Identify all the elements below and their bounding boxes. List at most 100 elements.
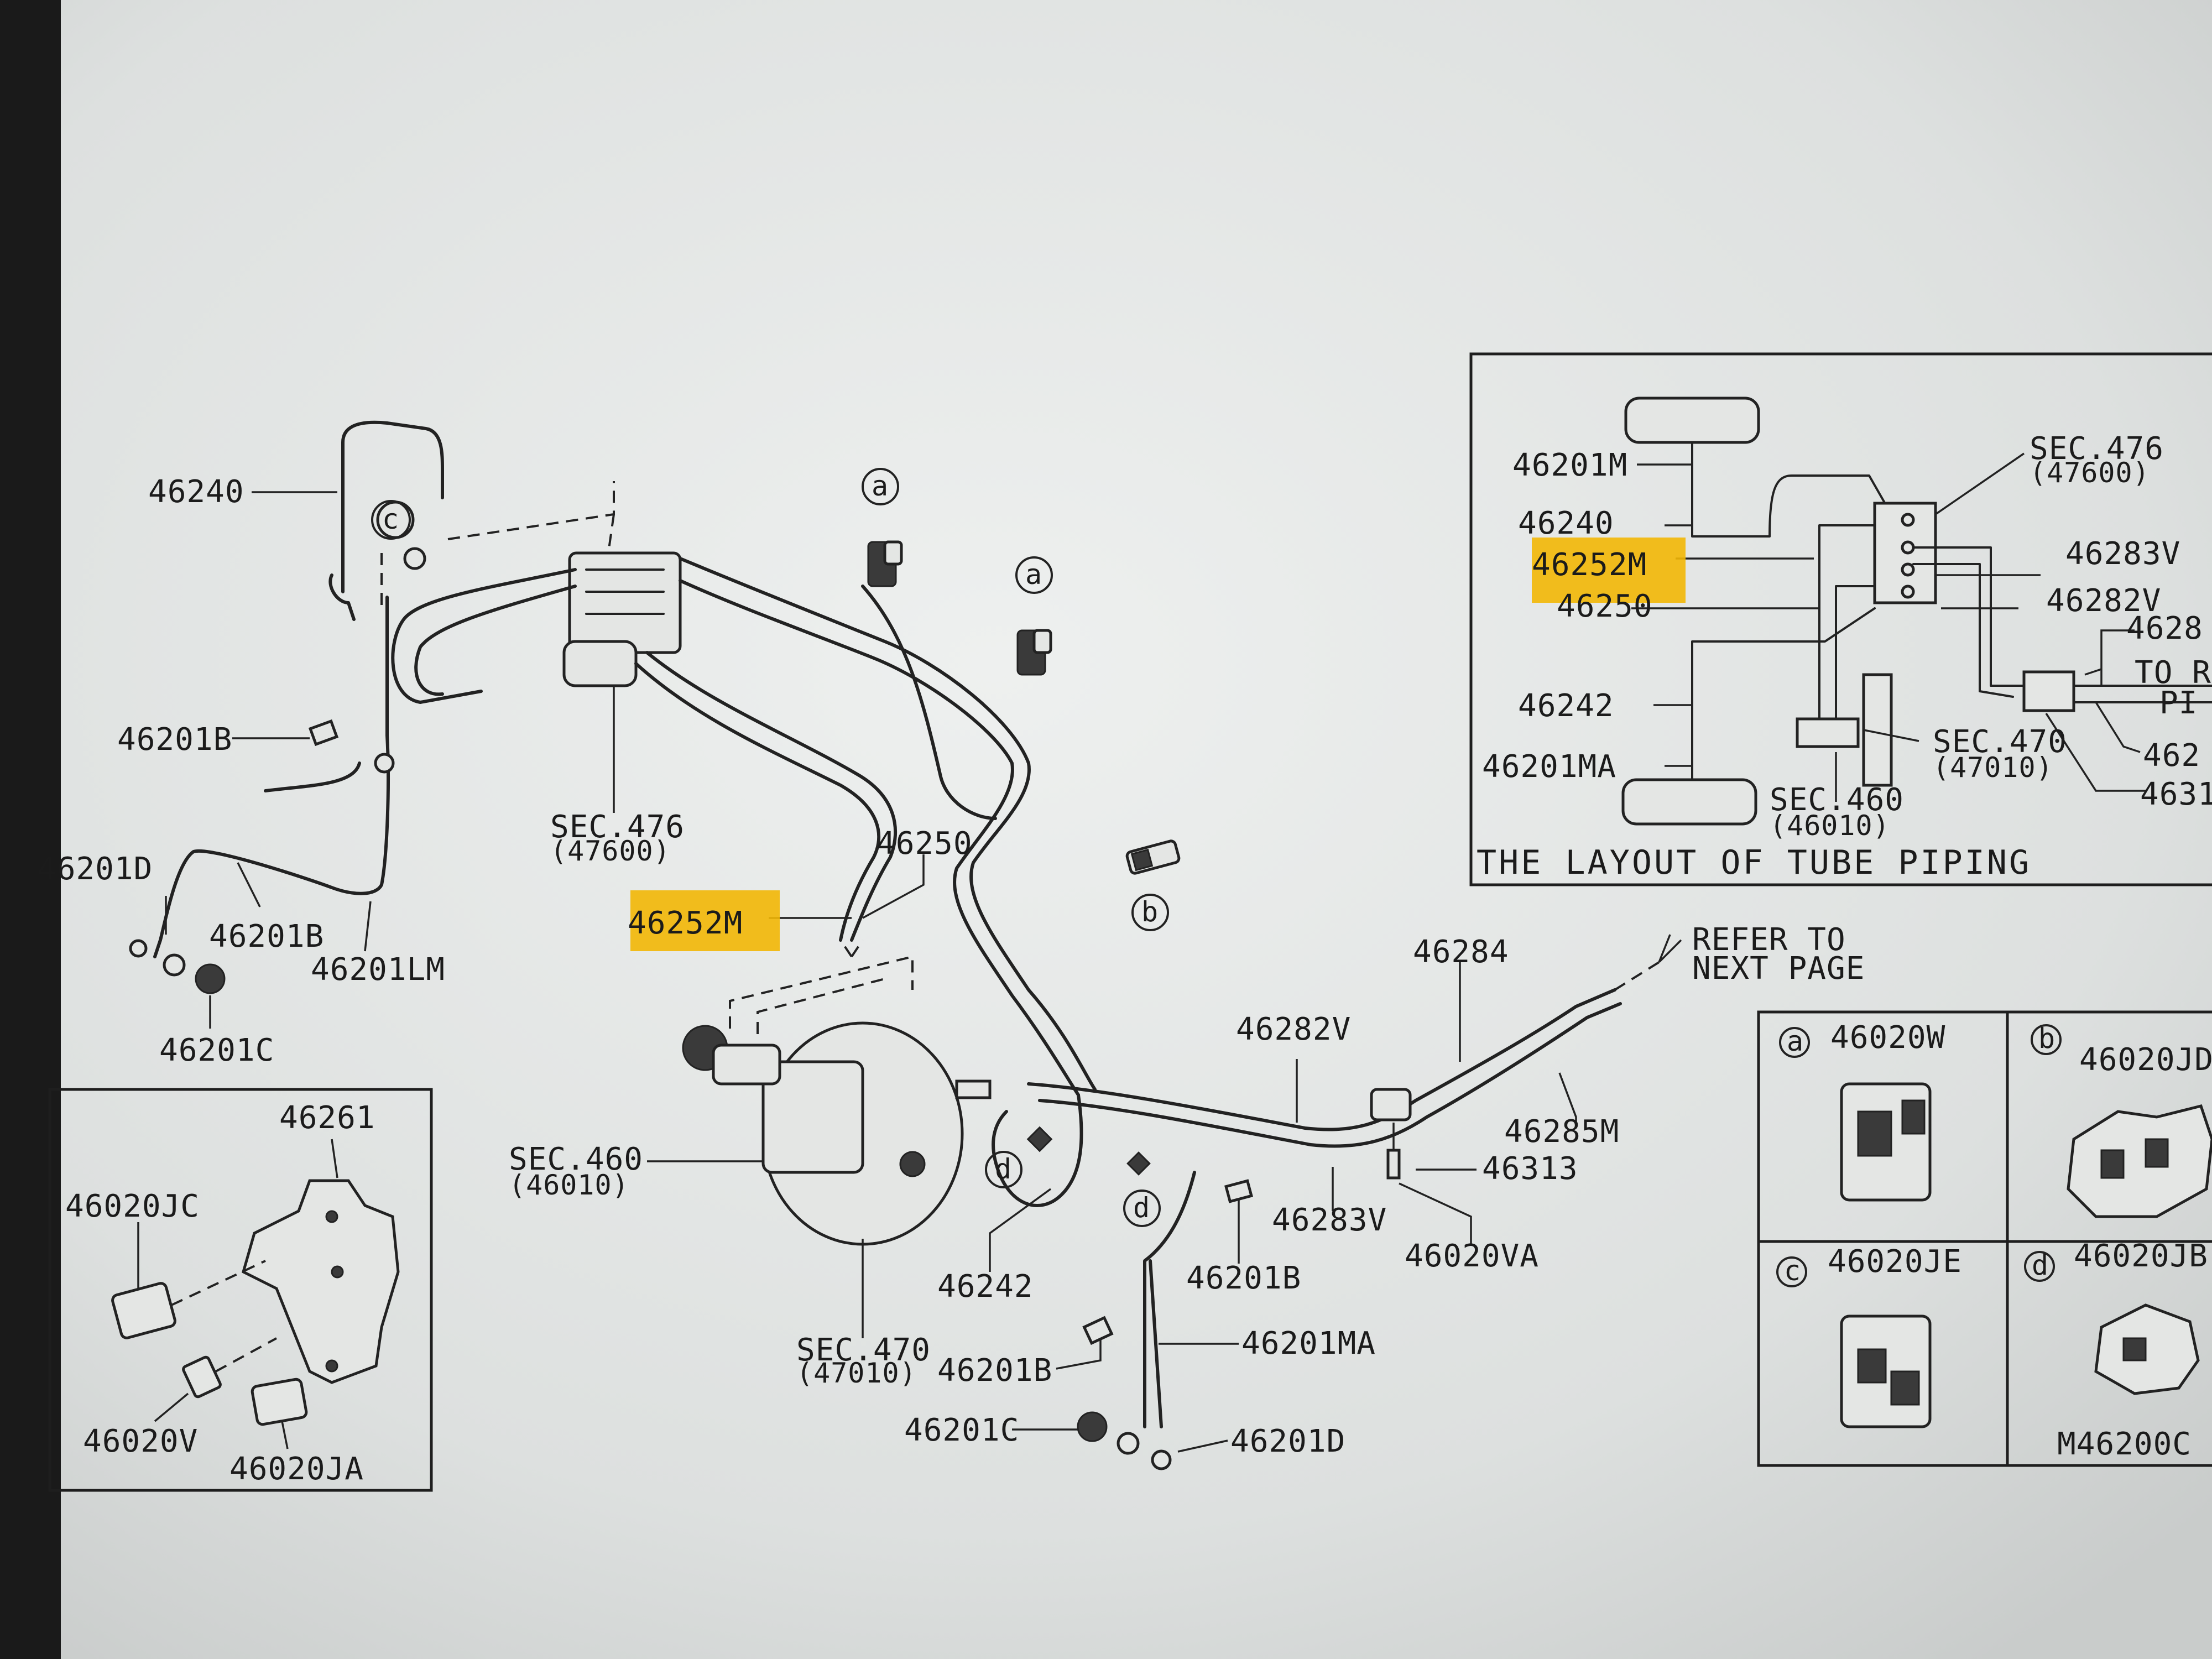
diagram-code: M46200C xyxy=(2057,1426,2192,1462)
label-46201b: 46201B xyxy=(117,722,232,758)
ref-circle-c: c xyxy=(371,500,411,540)
label-46020jd: 46020JD xyxy=(2079,1042,2212,1078)
label-46020ja: 46020JA xyxy=(229,1451,364,1487)
ref-circle-d1: d xyxy=(985,1151,1022,1188)
highlight-46252m-inset xyxy=(1532,538,1686,603)
clip-a-upper xyxy=(867,540,903,587)
svg-text:b: b xyxy=(1141,896,1159,928)
label-46201b: 46201B xyxy=(1186,1260,1301,1296)
connector-46020ja-icon xyxy=(251,1378,308,1426)
label-46020je: 46020JE xyxy=(1828,1244,1962,1280)
label-46242: 46242 xyxy=(937,1269,1034,1305)
master-cylinder-icon xyxy=(761,1060,864,1174)
label-sec476: SEC.476 xyxy=(550,809,685,845)
label-46242: 46242 xyxy=(1518,688,1614,724)
fitting-icon xyxy=(899,1151,926,1177)
rear-tire-icon xyxy=(1621,778,1757,826)
label-46240: 46240 xyxy=(148,474,244,510)
ref-circle-a2: a xyxy=(1015,556,1053,594)
highlight-46252m xyxy=(630,890,780,951)
ref-circle-b: b xyxy=(1131,894,1169,931)
svg-text:c: c xyxy=(1784,1255,1801,1287)
label-46201b: 46201B xyxy=(209,919,324,954)
label-sec460: SEC.460 xyxy=(509,1141,643,1177)
label-46201lm: 46201LM xyxy=(311,952,445,988)
washer-icon xyxy=(163,953,186,977)
label-to-rear: TO R xyxy=(2135,655,2211,691)
washer-icon xyxy=(129,939,148,958)
label-46284: 46284 xyxy=(1413,934,1509,970)
bracket-46261-icon xyxy=(242,1179,400,1384)
label-46252m: 46252M xyxy=(628,905,743,941)
svg-text:c: c xyxy=(382,503,399,535)
label-46201c: 46201C xyxy=(159,1032,274,1068)
master-cylinder-icon xyxy=(1796,717,1860,748)
label-next-page: NEXT PAGE xyxy=(1692,951,1865,987)
label-sec476: SEC.476 xyxy=(2030,431,2164,467)
label-4628x: 4628 xyxy=(2126,611,2203,646)
part-d: d 46020JB M46200C xyxy=(2024,1238,2208,1462)
label-46250: 46250 xyxy=(1557,588,1653,624)
svg-text:a: a xyxy=(872,470,889,502)
abs-actuator-icon xyxy=(568,551,682,654)
banjo-bolt-icon xyxy=(1077,1411,1108,1442)
svg-text:a: a xyxy=(1787,1025,1804,1057)
ref-circle-a1: a xyxy=(862,468,899,505)
label-to-rear-pipe: PI xyxy=(2159,685,2198,721)
label-46240: 46240 xyxy=(1518,505,1614,541)
label-4631x: 4631 xyxy=(2140,776,2212,812)
label-sec470: SEC.470 xyxy=(796,1332,931,1368)
clip-icon xyxy=(403,547,426,570)
label-refer-to: REFER TO xyxy=(1692,922,1846,958)
connector-46020jc-icon xyxy=(111,1282,176,1339)
label-46201c: 46201C xyxy=(904,1412,1019,1448)
label-46020va: 46020VA xyxy=(1405,1238,1539,1274)
junction-block-icon xyxy=(1370,1088,1412,1121)
label-sec460-code: (46010) xyxy=(1770,810,1890,842)
hose-clip-icon xyxy=(1082,1316,1114,1345)
clip-46020jd-icon xyxy=(2067,1104,2212,1218)
label-46252m: 46252M xyxy=(1532,547,1647,583)
label-46201ma: 46201MA xyxy=(1482,749,1616,785)
label-46313: 46313 xyxy=(1482,1151,1578,1187)
bolt-icon xyxy=(1386,1149,1401,1180)
bolt-46020v-icon xyxy=(182,1355,222,1399)
svg-text:b: b xyxy=(2038,1022,2056,1055)
svg-text:a: a xyxy=(1025,559,1042,591)
label-sec460: SEC.460 xyxy=(1770,782,1904,818)
label-462x: 462 xyxy=(2143,738,2200,774)
label-46201b: 46201B xyxy=(937,1353,1052,1389)
svg-text:d: d xyxy=(1133,1192,1150,1224)
label-sec470-code: (47010) xyxy=(796,1357,917,1389)
clip-b xyxy=(1125,839,1181,875)
label-46020w: 46020W xyxy=(1830,1020,1945,1056)
inset-tube-layout: 46201M 46240 46252M 46250 46242 46201MA … xyxy=(1469,352,2212,886)
part-c: c 46020JE xyxy=(1776,1244,1962,1428)
hose-clip-icon xyxy=(1224,1179,1254,1203)
label-46283v: 46283V xyxy=(1272,1202,1387,1238)
label-46282v: 46282V xyxy=(2046,583,2161,619)
hose-clip-icon xyxy=(308,719,339,747)
main-diagram: a a b c d d xyxy=(38,420,1865,1470)
clip-a-lower xyxy=(1016,629,1052,676)
inset-parts: a 46020W b 46020JD c 46020JE d 46020JB xyxy=(1757,1010,2212,1467)
washer-icon xyxy=(1151,1449,1172,1470)
rear-junction-icon xyxy=(2022,670,2075,712)
label-sec470-code: (47010) xyxy=(1933,752,2053,784)
label-46283v: 46283V xyxy=(2065,536,2180,572)
pushrod-icon xyxy=(955,1079,992,1099)
label-sec476-code: (47600) xyxy=(550,835,671,867)
label-46285m: 46285M xyxy=(1504,1114,1619,1150)
abs-actuator-base-icon xyxy=(562,640,638,687)
label-46020v: 46020V xyxy=(83,1423,198,1459)
svg-text:d: d xyxy=(2032,1249,2049,1281)
label-sec460-code: (46010) xyxy=(509,1169,629,1201)
ref-circle-d2: d xyxy=(1123,1190,1161,1227)
inset-bracket: 46261 46020JC 46020V 46020JA xyxy=(48,1088,433,1492)
washer-icon xyxy=(1117,1432,1140,1455)
banjo-bolt-icon xyxy=(195,963,226,994)
label-46020jc: 46020JC xyxy=(65,1188,200,1224)
clip-46020jb-icon xyxy=(2094,1303,2200,1395)
svg-text:d: d xyxy=(995,1153,1012,1185)
